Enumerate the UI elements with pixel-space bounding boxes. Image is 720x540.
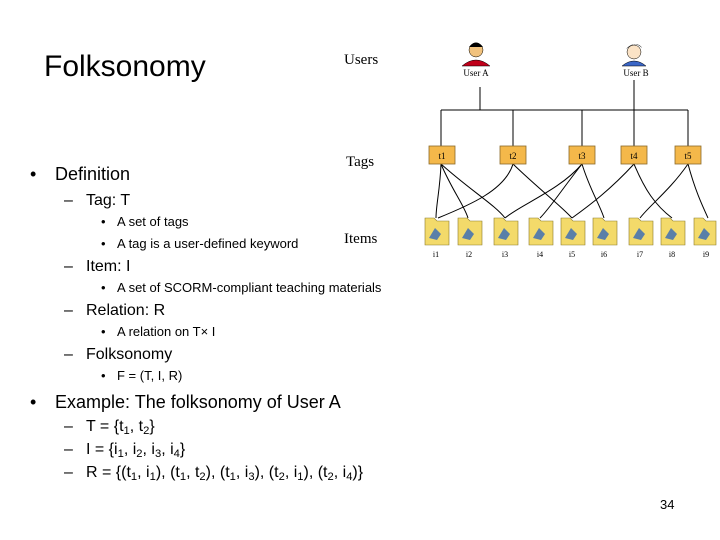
dash-marker: – — [64, 302, 73, 319]
definition-heading: Definition — [55, 164, 131, 184]
example-r-line: R = {(t1, i1), (t1, t2), (t1, i3), (t2, … — [86, 464, 364, 483]
dash-marker: – — [64, 441, 73, 458]
tag-boxes: t1 t2 t3 t4 t5 — [428, 145, 702, 165]
svg-text:i5: i5 — [569, 250, 575, 259]
svg-text:i1: i1 — [433, 250, 439, 259]
tag-box-t1: t1 — [428, 145, 456, 165]
dot-marker: • — [101, 368, 106, 383]
definition-bullet: • — [30, 164, 37, 184]
tag-item-2: A tag is a user-defined keyword — [117, 236, 299, 251]
tag-box-t2: t2 — [499, 145, 527, 165]
svg-text:i3: i3 — [502, 250, 508, 259]
svg-text:t5: t5 — [684, 151, 692, 161]
dot-marker: • — [101, 214, 106, 229]
item-folder-i3: i3 — [493, 217, 519, 259]
tags-label: Tags — [346, 154, 374, 170]
user-b-label: User B — [623, 68, 648, 78]
dot-marker: • — [101, 324, 106, 339]
tag-box-t5: t5 — [674, 145, 702, 165]
svg-text:t2: t2 — [509, 151, 516, 161]
dash-marker: – — [64, 418, 73, 435]
user-a-label: User A — [463, 68, 489, 78]
svg-text:t4: t4 — [630, 151, 638, 161]
tag-heading: Tag: T — [86, 192, 131, 209]
example-heading: Example: The folksonomy of User A — [55, 392, 341, 412]
svg-text:i8: i8 — [669, 250, 675, 259]
dash-marker: – — [64, 258, 73, 275]
item-folder-i1: i1 — [424, 217, 450, 259]
item-folders: i1 i2 i3 i4 i5 i6 i7 — [424, 217, 717, 259]
item-folder-i8: i8 — [660, 217, 686, 259]
svg-text:i9: i9 — [703, 250, 709, 259]
folksonomy-item-1: F = (T, I, R) — [117, 368, 183, 383]
svg-text:i6: i6 — [601, 250, 607, 259]
tag-item-1: A set of tags — [117, 214, 189, 229]
relation-heading: Relation: R — [86, 302, 166, 319]
example-bullet: • — [30, 392, 37, 412]
page-number: 34 — [660, 497, 675, 512]
dash-marker: – — [64, 464, 73, 481]
svg-text:t1: t1 — [438, 151, 445, 161]
item-folder-i5: i5 — [560, 217, 586, 259]
svg-text:i2: i2 — [466, 250, 472, 259]
dot-marker: • — [101, 280, 106, 295]
item-folder-i9: i9 — [693, 217, 717, 259]
slide-title: Folksonomy — [44, 50, 206, 83]
tag-box-t3: t3 — [568, 145, 596, 165]
dot-marker: • — [101, 236, 106, 251]
dash-marker: – — [64, 346, 73, 363]
folksonomy-heading: Folksonomy — [86, 346, 173, 363]
dash-marker: – — [64, 192, 73, 209]
item-folder-i2: i2 — [457, 217, 483, 259]
diagram-connectors — [435, 80, 709, 219]
item-heading: Item: I — [86, 258, 131, 275]
user-a-avatar — [461, 42, 491, 67]
users-label: Users — [344, 52, 378, 68]
svg-text:i4: i4 — [537, 250, 543, 259]
item-folder-i4: i4 — [528, 217, 554, 259]
example-t-line: T = {t1, t2} — [86, 418, 155, 437]
svg-text:i7: i7 — [637, 250, 643, 259]
item-folder-i6: i6 — [592, 217, 618, 259]
item-folder-i7: i7 — [628, 217, 654, 259]
example-i-line: I = {i1, i2, i3, i4} — [86, 441, 186, 460]
items-label: Items — [344, 231, 377, 247]
item-item-1: A set of SCORM-compliant teaching materi… — [117, 280, 382, 295]
relation-item-1: A relation on T× I — [117, 324, 216, 339]
tag-box-t4: t4 — [620, 145, 648, 165]
svg-text:t3: t3 — [578, 151, 586, 161]
user-b-avatar — [621, 44, 647, 67]
